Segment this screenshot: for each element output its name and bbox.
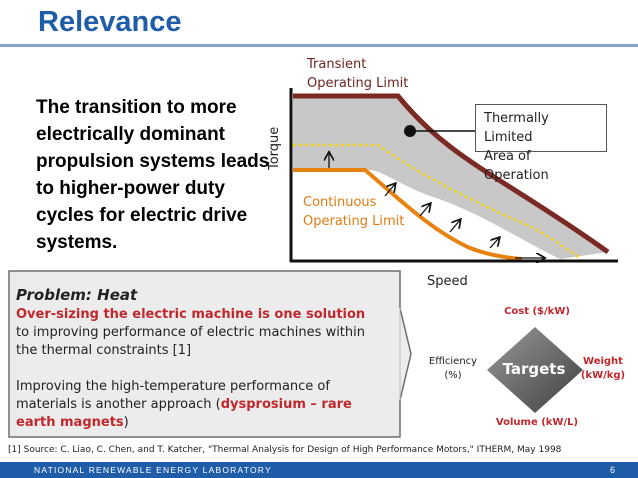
title-divider: [0, 44, 638, 47]
source-citation: [1] Source: C. Liao, C. Chen, and T. Kat…: [8, 445, 562, 455]
transient-limit-label: Transient Operating Limit: [307, 57, 409, 91]
thermal-pointer-dot: [404, 125, 416, 137]
solution-highlight: Over-sizing the electric machine is one …: [16, 307, 366, 322]
arrow-5: [489, 238, 499, 249]
target-cost: Cost ($/kW): [504, 306, 570, 317]
footer-organization: NATIONAL RENEWABLE ENERGY LABORATORY: [34, 465, 272, 475]
problem-callout-box: [8, 270, 412, 438]
approach-text-end: ): [123, 415, 129, 430]
target-efficiency: Efficiency (%): [428, 356, 478, 381]
speed-axis-label: Speed: [427, 274, 468, 289]
torque-axis-label: Torque: [267, 126, 282, 170]
intro-text: The transition to more electrically domi…: [36, 97, 270, 253]
targets-label: Targets: [502, 360, 566, 378]
slide-title: Relevance: [38, 6, 182, 38]
thermal-area: [293, 96, 608, 259]
page-number: 6: [610, 465, 616, 475]
continuous-limit-label: Continuous Operating Limit: [303, 195, 405, 229]
thermal-area-callout: Thermally Limited Area of Operation: [475, 104, 607, 183]
dashed-limit-curve: [293, 143, 581, 260]
transient-limit-curve: [293, 93, 610, 255]
problem-title: Problem: Heat: [16, 286, 138, 304]
target-weight: Weight (kW/kg): [580, 356, 626, 381]
target-volume: Volume (kW/L): [495, 417, 579, 428]
continuous-limit-curve: [293, 168, 523, 261]
arrow-3: [419, 204, 430, 217]
solution-text: to improving performance of electric mac…: [16, 325, 365, 358]
torque-speed-diagram: [289, 88, 618, 300]
arrow-4: [449, 220, 460, 233]
problem-text: Problem: Heat Over-sizing the electric m…: [16, 286, 376, 432]
arrow-2: [384, 184, 395, 197]
footer-bar: [0, 462, 638, 478]
dysprosium-highlight: dysprosium – rare earth magnets: [16, 397, 352, 430]
approach-text-start: Improving the high-temperature performan…: [16, 379, 330, 412]
targets-diamond: [487, 327, 583, 413]
